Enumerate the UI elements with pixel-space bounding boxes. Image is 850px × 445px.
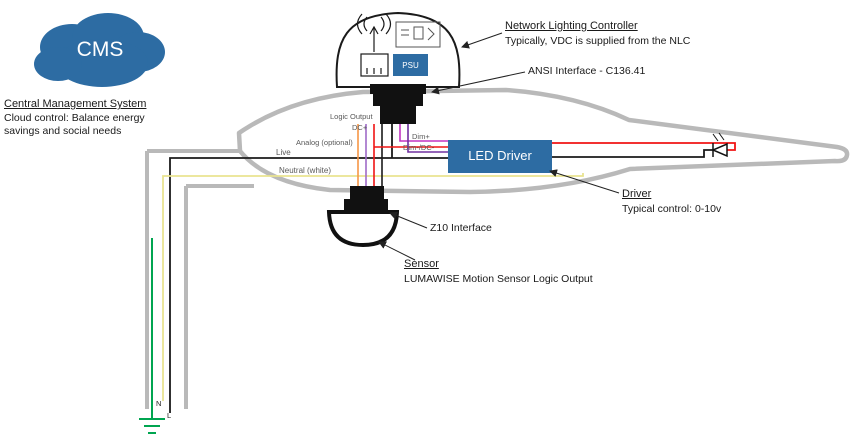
wire-led-positive [552,142,736,151]
annotation-arrows [378,32,620,261]
cms-cloud [34,13,165,87]
terminal-block-icon [360,53,389,77]
cms-desc-line2: savings and social needs [4,125,122,137]
arrow-to-nlc [461,32,503,49]
wire-live [169,157,448,413]
wire-label-dim-plus: Dim+ [412,132,430,141]
sensor-dome [326,210,400,248]
led-diode-icon [711,132,728,158]
pole-outline [145,149,254,409]
arrow-to-sensor [378,241,416,261]
wire-led-return [552,149,713,158]
cms-title: Central Management System [4,98,147,110]
psu-box [393,54,428,76]
wire-neutral [162,173,584,401]
nlc-title: Network Lighting Controller [505,20,638,32]
z10-interface-label: Z10 Interface [430,222,492,234]
wire-label-dim-minus: Dim-/DC- [403,143,435,152]
wire-label-neutral: Neutral (white) [279,166,332,175]
cms-cloud-label: CMS [76,38,124,61]
sensor-title: Sensor [404,258,439,270]
driver-subtitle: Typical control: 0-10v [622,203,722,215]
arrow-to-ansi [431,71,526,95]
ground-symbol [139,418,165,434]
ansi-interface-label: ANSI Interface - C136.41 [528,65,646,77]
wire-label-dc-plus: DC+ [352,123,368,132]
nlc-subtitle: Typically, VDC is supplied from the NLC [505,35,691,47]
arrow-to-z10 [389,211,428,229]
live-terminal-label: L [167,411,172,420]
sensor-subtitle: LUMAWISE Motion Sensor Logic Output [404,273,593,285]
antenna-icon [356,13,392,52]
cms-desc-line1: Cloud control: Balance energy [4,112,145,124]
neutral-terminal-label: N [156,399,162,408]
led-driver-box [448,140,552,173]
wire-label-analog: Analog (optional) [296,138,353,147]
driver-title: Driver [622,188,652,200]
wire-dim-minus [407,124,448,153]
psu-label: PSU [402,61,419,70]
wire-label-live: Live [276,148,291,157]
radio-module-icon [395,21,441,48]
wire-dim-plus [399,124,448,142]
led-driver-box-label: LED Driver [468,148,532,163]
luminaire-outline [236,87,850,195]
arrow-to-driver [549,169,620,194]
wire-label-logic-output: Logic Output [330,112,373,121]
ansi-connector [370,84,426,124]
sensor-connector [344,186,388,212]
